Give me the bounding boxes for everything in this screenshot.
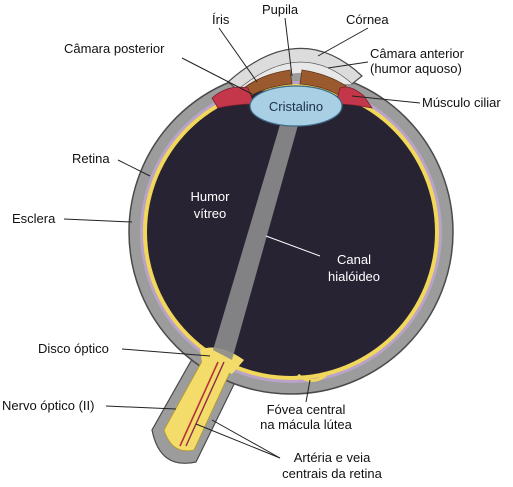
iris-right: [299, 69, 347, 97]
leader-optic-disc: [121, 348, 211, 357]
leader-retina: [117, 159, 151, 177]
label-ciliary-muscle: Músculo ciliar: [422, 95, 501, 110]
label-iris: Íris: [212, 12, 230, 27]
label-anterior-chamber-line1: Câmara anterior: [370, 46, 465, 61]
central-retinal-artery: [179, 361, 219, 447]
anterior-chamber: [238, 62, 352, 90]
iris-left: [243, 69, 293, 97]
fovea: [297, 373, 327, 382]
leader-iris: [218, 27, 258, 83]
leader-anterior-chamber: [327, 61, 369, 69]
central-retinal-vein: [185, 361, 225, 447]
leader-vessels-2: [195, 423, 281, 459]
label-cornea: Córnea: [346, 12, 389, 27]
leader-hyaloid-canal: [265, 235, 321, 257]
label-fovea-line2: na mácula lútea: [260, 417, 353, 432]
label-hyaloid-canal-line1: Canal: [337, 252, 371, 267]
label-retina: Retina: [72, 151, 110, 166]
label-pupil: Pupila: [262, 2, 299, 17]
label-optic-nerve: Nervo óptico (II): [2, 398, 94, 413]
vitreous-body: [147, 88, 435, 376]
leader-optic-nerve: [105, 405, 177, 410]
leader-cornea: [317, 27, 369, 57]
leader-vessels-1: [211, 419, 281, 459]
label-vessels-line2: centrais da retina: [282, 466, 382, 481]
leader-pupil: [284, 17, 293, 77]
leader-fovea: [305, 379, 311, 403]
hyaloid-canal: [213, 118, 300, 360]
leader-posterior-chamber: [181, 57, 253, 95]
label-sclera: Esclera: [12, 211, 56, 226]
label-vitreous-line2: vítreo: [194, 206, 227, 221]
label-posterior-chamber: Câmara posterior: [64, 41, 165, 56]
label-fovea-line1: Fóvea central: [267, 402, 346, 417]
label-optic-disc: Disco óptico: [38, 341, 109, 356]
leader-sclera: [63, 218, 133, 223]
label-vessels-line1: Artéria e veia: [294, 450, 371, 465]
label-hyaloid-canal-line2: hialóideo: [328, 269, 380, 284]
leader-ciliary-muscle: [351, 95, 421, 104]
label-anterior-chamber-line2: (humor aquoso): [370, 61, 462, 76]
label-lens: Cristalino: [269, 99, 323, 114]
optic-nerve: [163, 353, 231, 452]
lens: [249, 85, 343, 127]
label-vitreous-line1: Humor: [190, 189, 230, 204]
